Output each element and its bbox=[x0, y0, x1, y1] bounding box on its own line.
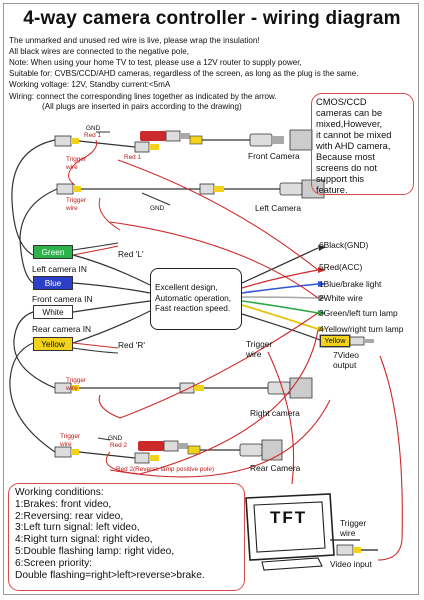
red1-label-bottom: Red 1 bbox=[124, 154, 142, 161]
chip-green: Green bbox=[33, 245, 73, 259]
wire-green-left bbox=[241, 300, 319, 314]
conditions-title: Working conditions: bbox=[15, 487, 104, 498]
callout-line: mixed,However, bbox=[316, 119, 383, 129]
trigger-wire-label-monitor: Trigger wire bbox=[340, 518, 367, 538]
condition-item: 1:Brakes: front video, bbox=[15, 498, 112, 510]
red-l-label: Red 'L' bbox=[118, 249, 144, 259]
wire-yellow-right bbox=[241, 304, 319, 330]
condition-item: Double flashing=right>left>reverse>brake… bbox=[15, 569, 205, 581]
wire-blue-brake bbox=[241, 283, 319, 294]
video-input-label: Video input bbox=[330, 559, 372, 569]
red1-label-top: Red 1 bbox=[84, 132, 102, 139]
controller-line: Excellent design, bbox=[155, 282, 218, 292]
left-camera-in-label: Left camera IN bbox=[32, 264, 87, 274]
page-title: 4-way camera controller - wiring diagram bbox=[23, 8, 401, 29]
left-camera-label: Left Camera bbox=[255, 203, 302, 213]
note-line-5: Working voltage: 12V, Standby current:<5… bbox=[9, 80, 171, 89]
video-output-label: 7Video output bbox=[333, 350, 359, 370]
trigger-wire-label-front: Trigger wire bbox=[66, 156, 87, 171]
callout-line: CMOS/CCD bbox=[316, 97, 367, 107]
rear-camera-label: Rear Camera bbox=[250, 463, 301, 473]
front-camera-row bbox=[54, 129, 313, 186]
gnd-label-rear: GND bbox=[108, 435, 123, 442]
wire-label-3: 3Green/left turn lamp bbox=[319, 308, 398, 318]
note-line-3: Note: When using your home TV to test, p… bbox=[9, 58, 302, 67]
controller-box: Excellent design, Automatic operation, F… bbox=[150, 268, 242, 330]
callout-line: feature. bbox=[316, 185, 348, 195]
wire-label-1: 1Blue/brake light bbox=[319, 279, 382, 289]
tft-screen-text: TFT bbox=[270, 508, 308, 527]
trigger-wire-label-left: Trigger wire bbox=[66, 197, 87, 212]
chip-white: White bbox=[33, 305, 73, 319]
trigger-wires bbox=[109, 159, 403, 561]
working-conditions-box: Working conditions: 1:Brakes: front vide… bbox=[8, 483, 245, 591]
trigger-wire-label-rear: Trigger wire bbox=[60, 433, 81, 448]
gnd-label-front: GND bbox=[86, 125, 101, 132]
chip-yellow-output: Yellow bbox=[320, 335, 350, 347]
wire-label-4: 4Yellow/right turn lamp bbox=[319, 324, 404, 334]
wire-label-2: 2White wire bbox=[319, 293, 363, 303]
rear-camera-row bbox=[54, 437, 283, 475]
callout-line: support this bbox=[316, 174, 365, 184]
callout-line: it cannot be mixed bbox=[316, 130, 392, 140]
wire-black-gnd bbox=[241, 247, 319, 284]
callout-line: with AHD camera, bbox=[316, 141, 391, 151]
wire-red-acc bbox=[241, 269, 319, 289]
wire-label-6: 6Black(GND) bbox=[319, 240, 369, 250]
trigger-wire-label-center: Trigger wire bbox=[246, 339, 273, 359]
wire-label-5: 5Red(ACC) bbox=[319, 262, 363, 272]
controller-line: Automatic operation, bbox=[155, 292, 232, 303]
callout-line: Because most bbox=[316, 152, 375, 162]
cmos-ccd-callout: CMOS/CCD cameras can be mixed,However, i… bbox=[311, 93, 414, 195]
front-camera-in-label: Front camera IN bbox=[32, 294, 93, 304]
page-frame bbox=[3, 3, 419, 595]
red2-label-top: Red 2 bbox=[110, 442, 128, 449]
red2-label-bottom: Red 2(Reverse lamp positive pole) bbox=[116, 466, 215, 473]
condition-item: 3:Left turn signal: left video, bbox=[15, 522, 140, 534]
controller-output-wires bbox=[72, 245, 326, 344]
note-line-4: Suitable for: CVBS/CCD/AHD cameras, rega… bbox=[9, 69, 359, 78]
trigger-wire-label-right: Trigger wire bbox=[66, 377, 87, 392]
chip-blue: Blue bbox=[33, 276, 73, 290]
rear-camera-in-label: Rear camera IN bbox=[32, 324, 92, 334]
wire-white bbox=[241, 296, 319, 299]
note-line-6: Wiring: connect the corresponding lines … bbox=[9, 92, 277, 101]
left-cable-loops bbox=[9, 139, 119, 453]
condition-item: 4:Right turn signal: right video, bbox=[15, 534, 153, 546]
callout-line: cameras can be bbox=[316, 108, 383, 118]
controller-line: Fast reaction speed. bbox=[155, 303, 231, 313]
front-camera-label: Front Camera bbox=[248, 151, 300, 161]
note-line-7: (All plugs are inserted in pairs accordi… bbox=[42, 102, 242, 111]
red-r-label: Red 'R' bbox=[118, 340, 145, 350]
gnd-label-left: GND bbox=[150, 205, 165, 212]
condition-item: 5:Double flashing lamp: right video, bbox=[15, 545, 175, 557]
right-camera-label: Right camera bbox=[250, 408, 300, 418]
tft-monitor bbox=[245, 493, 378, 571]
condition-item: 6:Screen priority: bbox=[15, 557, 93, 569]
note-line-1: The unmarked and unused red wire is live… bbox=[9, 36, 260, 45]
chip-yellow: Yellow bbox=[33, 337, 73, 351]
condition-item: 2:Reversing: rear video, bbox=[15, 510, 124, 522]
callout-line: screens do not bbox=[316, 163, 377, 173]
note-line-2: All black wires are connected to the neg… bbox=[9, 47, 189, 56]
